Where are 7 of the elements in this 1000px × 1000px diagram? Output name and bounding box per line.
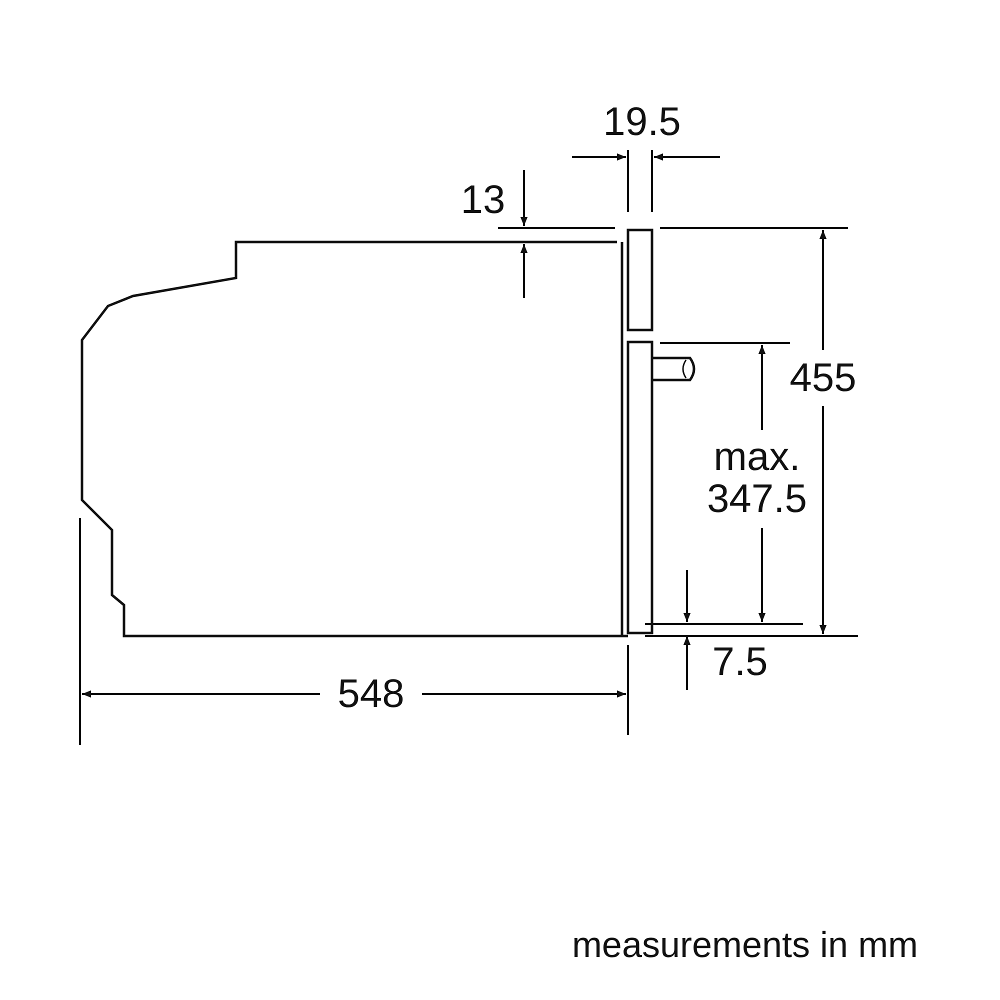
dimension-value: 455 [790, 357, 856, 399]
dimension-value: 19.5 [603, 101, 681, 143]
note: measurements in mm [572, 926, 918, 964]
dimension-value: max. 347.5 [706, 436, 808, 520]
dimension-value: 548 [338, 673, 404, 715]
dimension-value: 7.5 [712, 641, 768, 683]
dimension-value: 13 [460, 179, 506, 221]
